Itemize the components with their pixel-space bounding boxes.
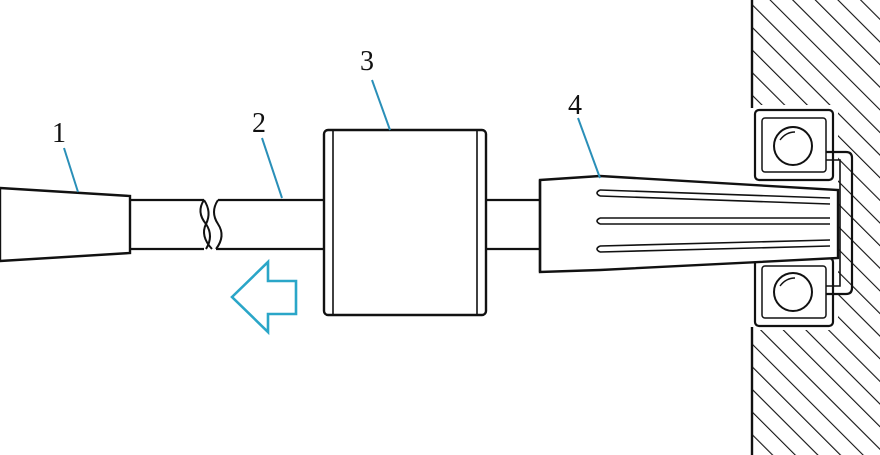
- leader-1: [63, 147, 79, 193]
- part-1-handle: [0, 186, 132, 263]
- leader-3: [371, 79, 391, 131]
- leader-2: [261, 137, 283, 199]
- part-3-cylinder: [322, 128, 488, 317]
- part-4-splined-sleeve: [538, 174, 840, 274]
- bearing-top: [753, 108, 835, 182]
- callout-1: 1: [52, 118, 66, 149]
- arrow-left-icon: [230, 258, 298, 336]
- callout-2: 2: [252, 108, 266, 139]
- callout-3: 3: [360, 46, 374, 77]
- part-2-rod: [130, 198, 540, 251]
- leader-lines: [63, 79, 601, 199]
- leader-4: [577, 117, 601, 179]
- wall-housing: [750, 0, 880, 455]
- bearing-bottom: [753, 256, 835, 328]
- retaining-sleeve: [826, 150, 854, 296]
- callout-4: 4: [568, 90, 582, 121]
